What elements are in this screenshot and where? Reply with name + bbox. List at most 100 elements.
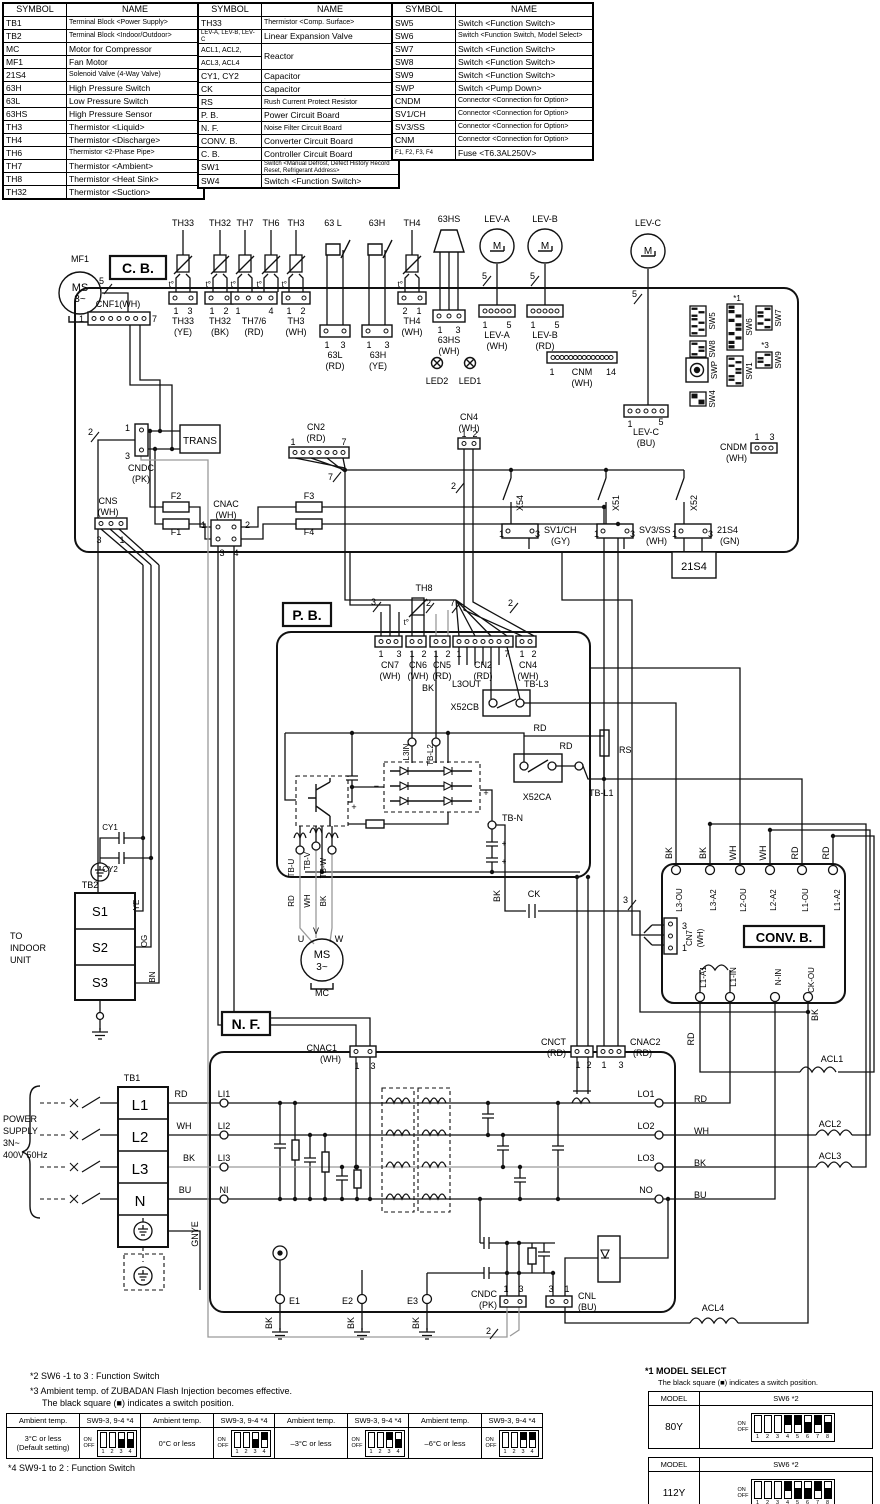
ambient-temp-cell: –3°C or less bbox=[274, 1427, 348, 1459]
coil-symbol bbox=[293, 832, 307, 841]
label-sw-sw4: SW4 bbox=[708, 390, 717, 408]
terminal-node bbox=[827, 864, 839, 876]
label-tb-v: TB-V bbox=[303, 851, 312, 870]
junction-dot bbox=[830, 833, 836, 839]
label-cnt-cn2cb: 7 bbox=[328, 472, 333, 482]
dip-switch-sw8[interactable] bbox=[689, 340, 707, 358]
dip-switch-sw6[interactable] bbox=[726, 303, 744, 351]
label-cnt-cn7pb: 3 bbox=[371, 597, 376, 607]
label-cn2cb-1: 1 bbox=[290, 437, 295, 447]
label-th8: TH8 bbox=[415, 583, 432, 593]
terminal-node bbox=[574, 761, 584, 771]
label-cn6pb-2: 2 bbox=[421, 649, 426, 659]
label-t-th33: t° bbox=[169, 280, 174, 289]
legend-symbol: SV3/SS bbox=[391, 120, 456, 134]
label-ni: NI bbox=[220, 1185, 229, 1195]
label-bk-pb: BK bbox=[422, 683, 434, 693]
label-cnt-mf1: 5 bbox=[99, 276, 104, 286]
lev-b-motor-symbol bbox=[527, 228, 563, 264]
label-l63: 63 L bbox=[324, 218, 342, 228]
connector-cn2pb bbox=[452, 635, 514, 648]
label-levcc-n: LEV-C bbox=[633, 427, 660, 437]
label-cndccb-1: 1 bbox=[125, 423, 130, 433]
legend-symbol: LEV-A, LEV-B, LEV-C bbox=[197, 28, 262, 45]
connector-th33c bbox=[168, 291, 198, 305]
fuse-f4 bbox=[295, 518, 323, 530]
swp-button-box bbox=[685, 357, 709, 383]
label-x52: X52 bbox=[689, 495, 699, 511]
terminal-node bbox=[764, 864, 776, 876]
label-sw-swp: SWP bbox=[710, 361, 719, 379]
legend-symbol: SW6 bbox=[391, 29, 456, 43]
connector-th32c bbox=[204, 291, 234, 305]
label-h63: 63H bbox=[369, 218, 386, 228]
dip-switch-sw7[interactable] bbox=[755, 305, 773, 331]
label-plates bbox=[108, 254, 826, 1037]
junction-dot bbox=[615, 521, 621, 527]
label-th32c-c: (BK) bbox=[211, 327, 229, 337]
pb-board bbox=[276, 631, 591, 878]
dip-switch-sw4[interactable] bbox=[689, 391, 707, 407]
connector-levbc bbox=[526, 304, 564, 318]
legend-name: Linear Expansion Valve bbox=[261, 28, 400, 45]
label-l2: L2 bbox=[132, 1129, 149, 1146]
wires-gray bbox=[140, 456, 655, 1338]
label-li3: LI3 bbox=[218, 1153, 231, 1163]
tb2-row-lines bbox=[75, 928, 135, 966]
legend-name: Connector <Connection for Option> bbox=[455, 133, 594, 147]
swp-button[interactable] bbox=[689, 362, 705, 378]
label-sv3-3: 3 bbox=[630, 529, 635, 539]
tb2-block bbox=[74, 892, 136, 1001]
nf-resistor-1 bbox=[291, 1139, 300, 1161]
legend-name: Low Pressure Switch bbox=[66, 94, 205, 108]
label-cy1: CY1 bbox=[102, 823, 118, 832]
diode-bridge-box bbox=[383, 761, 481, 813]
dip-switch-sw1[interactable] bbox=[726, 355, 744, 387]
legend-name: Connector <Connection for Option> bbox=[455, 120, 594, 134]
terminal-node bbox=[95, 1011, 105, 1021]
nf-label-plate bbox=[220, 1010, 272, 1037]
legend-name: Switch <Function Switch, Model Select> bbox=[455, 29, 594, 43]
label-cndm-1: 1 bbox=[754, 432, 759, 442]
legend-name: Switch <Function Switch> bbox=[455, 16, 594, 30]
ambient-temp-cell: 0°C or less bbox=[140, 1427, 214, 1459]
connector-cnac1 bbox=[349, 1045, 377, 1058]
connector-h63c bbox=[361, 324, 393, 338]
label-bk-cv2: BK bbox=[698, 847, 708, 859]
legend-symbol: P. B. bbox=[197, 108, 262, 123]
connector-sv3c bbox=[596, 523, 634, 539]
lev-c-motor-symbol bbox=[630, 233, 666, 269]
label-l3-a2: L3-A2 bbox=[709, 889, 718, 911]
terminal-node bbox=[356, 1293, 368, 1305]
label-cnac-2: 2 bbox=[245, 520, 250, 530]
legend-name: Switch <Function Switch> bbox=[261, 174, 400, 189]
label-u: U bbox=[298, 934, 305, 944]
terminal-node bbox=[421, 1293, 433, 1305]
label-sw-sw9: SW9 bbox=[774, 351, 783, 369]
dip-switch-sw9[interactable] bbox=[755, 351, 773, 369]
label-v: V bbox=[313, 926, 319, 936]
junction-dot bbox=[445, 730, 451, 736]
label-led2: LED2 bbox=[426, 376, 449, 386]
label-x52cb: X52CB bbox=[450, 702, 479, 712]
label-sv1-n: SV1/CH bbox=[544, 525, 577, 535]
label-cnt-cn7cv: 3 bbox=[623, 895, 628, 905]
terminal-node bbox=[219, 1098, 229, 1108]
label-s21-c: (GN) bbox=[720, 536, 740, 546]
wire-count-tick bbox=[425, 602, 435, 614]
igbt-symbol bbox=[308, 778, 331, 826]
dip-switch-sw5[interactable] bbox=[689, 305, 707, 337]
wire-count-tick bbox=[451, 602, 461, 614]
label-ps-3: 3N~ bbox=[3, 1138, 20, 1148]
x52cb-relay-box bbox=[482, 689, 531, 717]
label-li2: LI2 bbox=[218, 1121, 231, 1131]
junction-dot bbox=[767, 827, 773, 833]
label-cn7pb-n: CN7 bbox=[381, 660, 399, 670]
label-c2-plus: + bbox=[502, 857, 507, 866]
